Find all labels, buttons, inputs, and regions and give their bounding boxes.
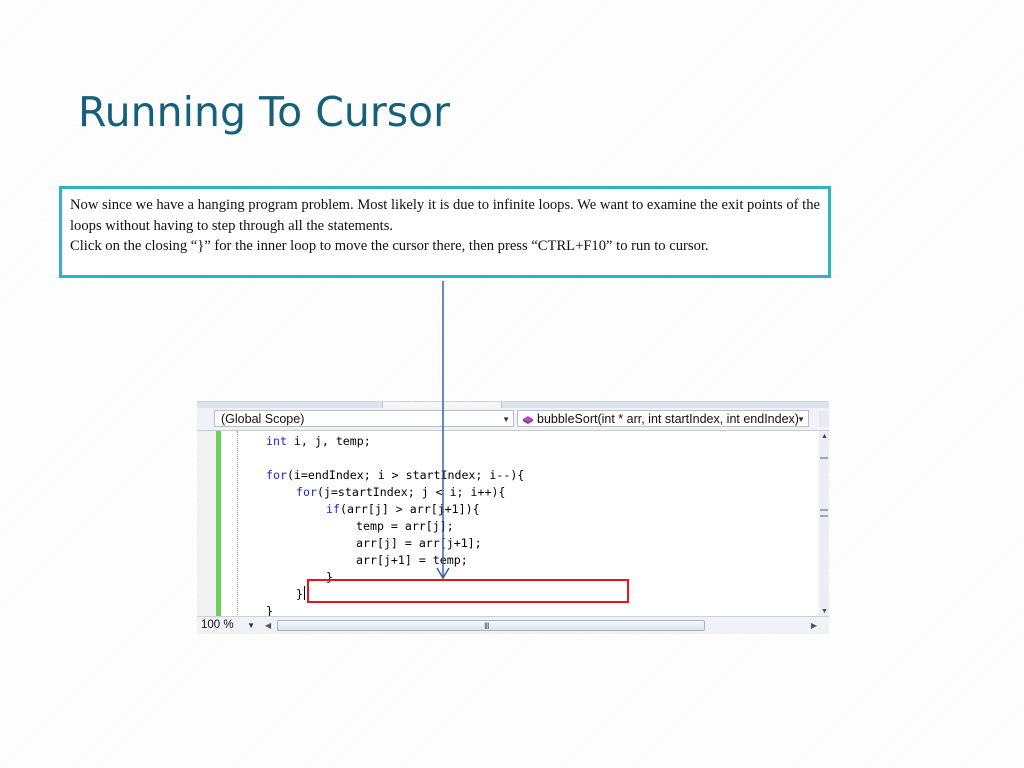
scroll-right-icon[interactable]: ▶ (810, 621, 817, 630)
editor-status-bar: 100 % ▼ ◀ III ▶ (197, 616, 829, 634)
scope-dropdown-label: (Global Scope) (221, 412, 305, 426)
code-line[interactable]: for(i=endIndex; i > startIndex; i--){ (266, 468, 525, 482)
dropdown-arrow-icon: ▼ (797, 415, 805, 424)
code-line[interactable]: } (266, 604, 273, 618)
scroll-down-icon[interactable]: ▼ (821, 608, 828, 615)
zoom-dropdown[interactable]: 100 % ▼ (199, 618, 259, 633)
dropdown-arrow-icon: ▼ (247, 621, 255, 630)
outline-guide (237, 431, 238, 617)
code-line[interactable]: if(arr[j] > arr[j+1]){ (326, 502, 480, 516)
code-editor-window: (Global Scope) ▼ bubbleSort(int * arr, i… (197, 401, 829, 634)
text-caret (303, 586, 305, 600)
scope-dropdown[interactable]: (Global Scope) ▼ (214, 410, 514, 427)
callout-text-1: Now since we have a hanging program prob… (70, 197, 820, 234)
dropdown-arrow-icon: ▼ (502, 415, 510, 424)
scroll-left-icon[interactable]: ◀ (265, 621, 272, 630)
member-dropdown[interactable]: bubbleSort(int * arr, int startIndex, in… (517, 410, 809, 427)
scroll-grip: III (484, 621, 489, 631)
horizontal-scrollbar[interactable]: ◀ III ▶ (263, 618, 819, 633)
code-line[interactable]: } (326, 570, 333, 584)
code-line[interactable]: for(j=startIndex; j < i; i++){ (296, 485, 506, 499)
editor-tab[interactable] (382, 402, 502, 408)
instruction-callout: Now since we have a hanging program prob… (59, 186, 831, 278)
slide-title: Running To Cursor (78, 88, 451, 136)
split-view-button[interactable] (819, 411, 829, 427)
scroll-marker (820, 509, 828, 511)
horizontal-scroll-thumb[interactable]: III (277, 620, 705, 631)
code-line[interactable]: int i, j, temp; (266, 434, 371, 448)
cursor-highlight-box (307, 579, 629, 603)
code-line[interactable]: arr[j+1] = temp; (356, 553, 468, 567)
scroll-up-icon[interactable]: ▲ (821, 433, 828, 440)
code-area[interactable]: int i, j, temp; for(i=endIndex; i > star… (223, 431, 819, 618)
change-tracking-bar (216, 431, 221, 617)
member-dropdown-label: bubbleSort(int * arr, int startIndex, in… (537, 412, 799, 426)
code-line[interactable]: temp = arr[j]; (356, 519, 454, 533)
navigation-bar: (Global Scope) ▼ bubbleSort(int * arr, i… (197, 408, 829, 431)
zoom-value: 100 % (201, 619, 234, 631)
method-icon (523, 415, 533, 424)
code-line-cursor[interactable]: } (296, 586, 305, 601)
scroll-marker (820, 457, 828, 459)
vertical-scrollbar[interactable]: ▲ ▼ (819, 431, 829, 617)
scroll-marker (820, 515, 828, 517)
callout-text-2: Click on the closing “}” for the inner l… (70, 238, 709, 254)
editor-tab-strip (197, 402, 829, 408)
editor-gutter[interactable] (197, 431, 217, 617)
code-line[interactable]: arr[j] = arr[j+1]; (356, 536, 482, 550)
